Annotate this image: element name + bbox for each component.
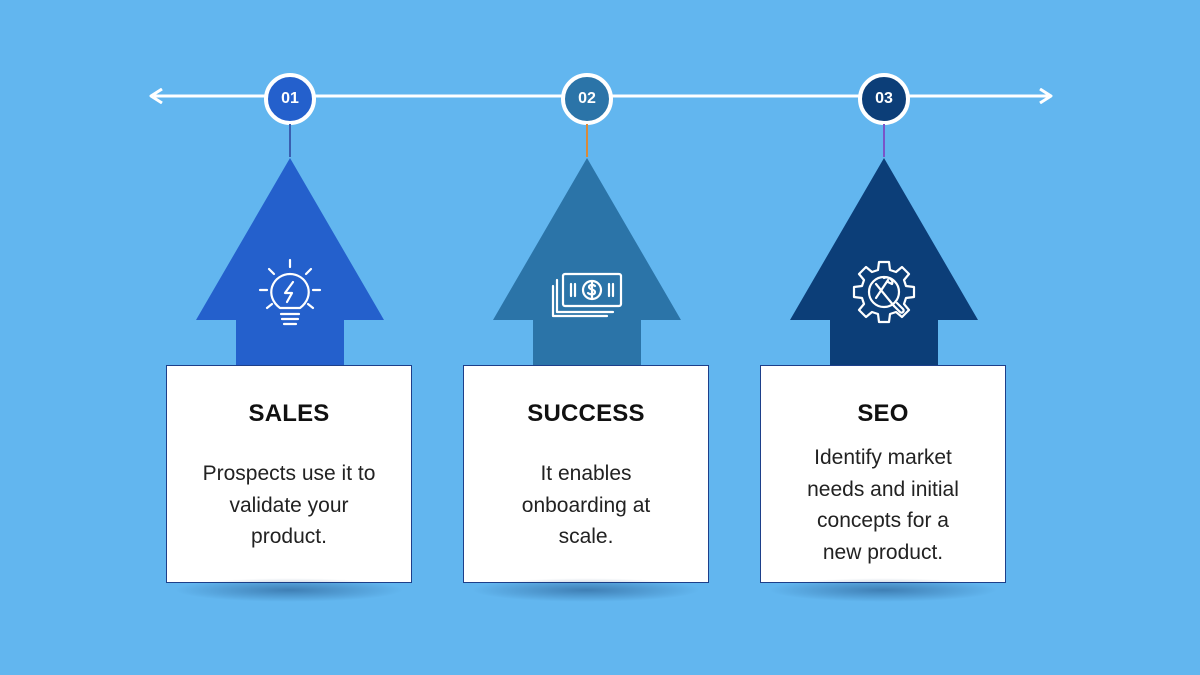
- step-connector-3: [883, 124, 885, 157]
- step-card-1: SALES Prospects use it to validate your …: [166, 365, 412, 583]
- step-number-badge-3: 03: [858, 73, 910, 125]
- step-arrow-2: [493, 158, 681, 366]
- step-card-3: SEO Identify market needs and initial co…: [760, 365, 1006, 583]
- card-shadow-3: [768, 578, 998, 602]
- step-title-1: SALES: [248, 400, 330, 427]
- card-shadow-2: [471, 578, 701, 602]
- step-description-3: Identify market needs and initial concep…: [807, 446, 959, 564]
- step-connector-2: [586, 124, 588, 157]
- card-shadow-1: [174, 578, 404, 602]
- step-connector-1: [289, 124, 291, 157]
- step-number-badge-1: 01: [264, 73, 316, 125]
- step-description-1: Prospects use it to validate your produc…: [202, 462, 376, 548]
- step-number-3: 03: [875, 90, 893, 107]
- step-card-2: SUCCESS It enables onboarding at scale.: [463, 365, 709, 583]
- money-bills-icon: [551, 258, 623, 330]
- lightbulb-icon: [254, 258, 326, 330]
- step-title-2: SUCCESS: [527, 400, 645, 427]
- step-number-badge-2: 02: [561, 73, 613, 125]
- step-number-2: 02: [578, 90, 596, 107]
- step-description-2: It enables onboarding at scale.: [521, 462, 651, 548]
- gear-tools-icon: [848, 258, 920, 330]
- step-title-3: SEO: [857, 400, 909, 427]
- step-number-1: 01: [281, 90, 299, 107]
